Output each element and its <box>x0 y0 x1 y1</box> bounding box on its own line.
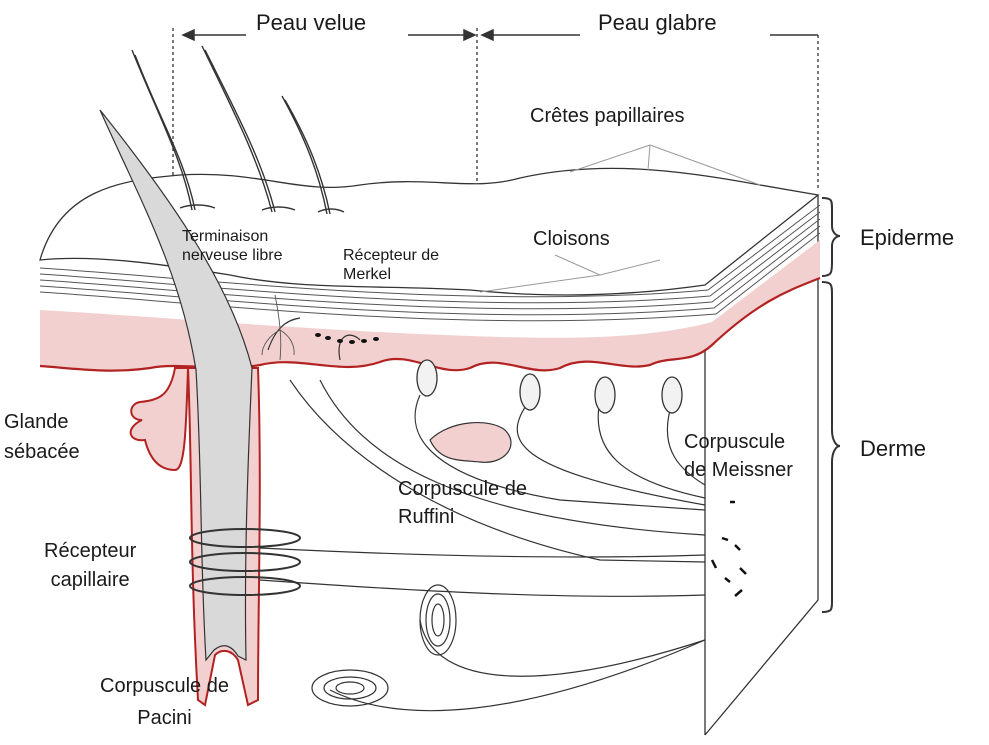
label-papillary-ridges: Crêtes papillaires <box>530 105 685 128</box>
label-epidermis: Epiderme <box>860 225 954 251</box>
meissner-line2: de Meissner <box>684 456 793 484</box>
sebaceous-gland <box>131 368 188 470</box>
layer-braces <box>822 198 840 612</box>
sebaceous-line2: sébacée <box>4 437 80 467</box>
merkel-line2: Merkel <box>343 265 439 284</box>
free-nerve-ending-line2: nerveuse libre <box>182 246 283 265</box>
label-dermis: Derme <box>860 436 926 462</box>
label-free-nerve-ending: Terminaison nerveuse libre <box>182 227 283 265</box>
hair-receptor-line2: capillaire <box>44 566 136 595</box>
label-meissner-corpuscle: Corpuscule de Meissner <box>684 428 793 484</box>
ruffini-corpuscle <box>430 423 511 463</box>
merkel-line1: Récepteur de <box>343 246 439 265</box>
label-sebaceous-gland: Glande sébacée <box>4 407 80 467</box>
label-septa: Cloisons <box>533 228 610 251</box>
free-nerve-ending-line1: Terminaison <box>182 227 283 246</box>
label-ruffini-corpuscle: Corpuscule de Ruffini <box>398 475 527 531</box>
header-hairy-skin: Peau velue <box>256 10 366 36</box>
meissner-line1: Corpuscule <box>684 428 793 456</box>
pacini-line1: Corpuscule de <box>100 670 229 702</box>
header-glabrous-skin: Peau glabre <box>598 10 717 36</box>
sebaceous-line1: Glande <box>4 407 80 437</box>
hair-receptor-line1: Récepteur <box>44 537 136 566</box>
label-merkel-receptor: Récepteur de Merkel <box>343 246 439 284</box>
ruffini-line1: Corpuscule de <box>398 475 527 503</box>
label-hair-receptor: Récepteur capillaire <box>44 537 136 595</box>
side-face-marks <box>712 502 746 596</box>
ruffini-line2: Ruffini <box>398 503 527 531</box>
region-dividers <box>173 28 818 198</box>
pacini-corpuscles <box>312 585 456 706</box>
pacini-line2: Pacini <box>100 702 229 734</box>
label-pacini-corpuscle: Corpuscule de Pacini <box>100 670 229 734</box>
